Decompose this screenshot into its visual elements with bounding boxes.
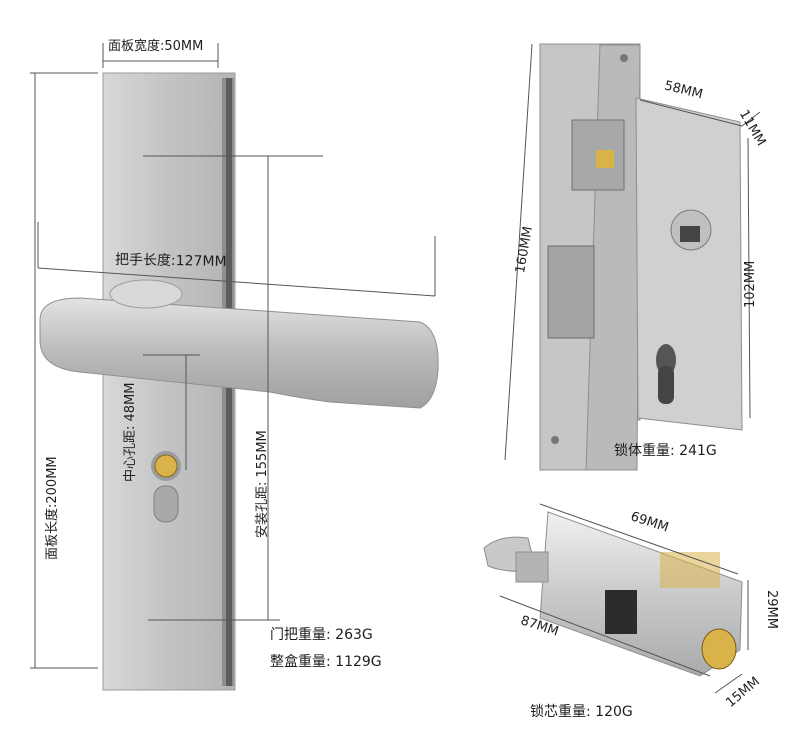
dimension-lines-handle bbox=[30, 43, 436, 669]
dimension-lines-lock-body bbox=[504, 43, 761, 461]
handle-length-label: 把手长度:127MM bbox=[114, 252, 227, 270]
dimension-lines-cylinder bbox=[499, 503, 749, 694]
center-distance-label: 中心孔距: 48MM bbox=[123, 382, 138, 483]
cylinder-height-label: 29MM bbox=[764, 590, 779, 629]
handle-weight-label: 门把重量: 263G bbox=[270, 627, 373, 643]
install-distance-label: 安装孔距: 155MM bbox=[255, 430, 270, 538]
door-lever-handle bbox=[39, 279, 439, 409]
box-weight-label: 整盒重量: 1129G bbox=[270, 654, 382, 670]
panel-width-label: 面板宽度:50MM bbox=[108, 39, 204, 54]
panel-length-label: 面板长度:200MM bbox=[45, 456, 60, 560]
keyhole bbox=[151, 451, 181, 523]
lock-cylinder bbox=[483, 511, 743, 677]
lock-body-inner-height-label: 102MM bbox=[743, 260, 758, 308]
lock-body-weight-label: 锁体重量: 241G bbox=[614, 443, 717, 459]
cylinder-weight-label: 锁芯重量: 120G bbox=[530, 704, 633, 720]
mortise-lock-body bbox=[539, 43, 743, 471]
